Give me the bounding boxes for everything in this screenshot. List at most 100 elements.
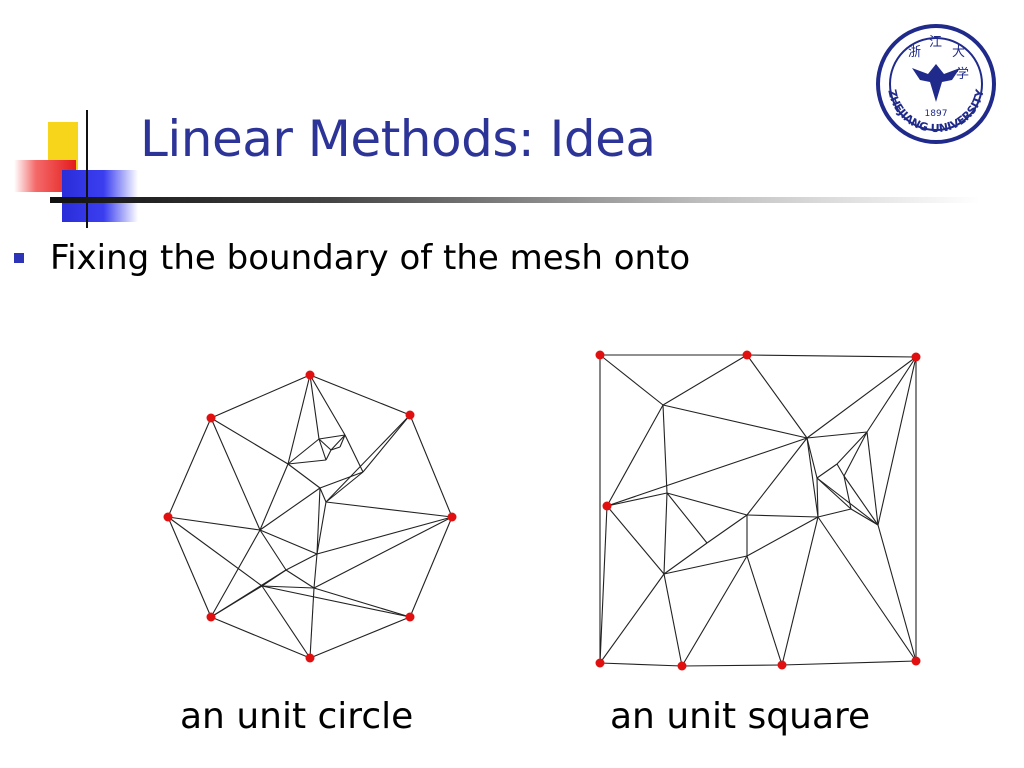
mesh-edge [781, 516, 819, 666]
mesh-edge [319, 487, 327, 503]
mesh-edge [318, 434, 346, 440]
mesh-edge [866, 431, 879, 526]
mesh-edge [606, 492, 668, 507]
mesh-edge [261, 585, 311, 659]
mesh-edge [877, 356, 917, 526]
mesh-edge [806, 437, 819, 518]
mesh-edge [259, 463, 289, 531]
boundary-vertex [163, 512, 173, 522]
mesh-edge [287, 459, 327, 465]
mesh-edge [746, 555, 783, 666]
mesh-edge [817, 508, 852, 518]
mesh-edge [309, 616, 411, 659]
mesh-edge [316, 516, 453, 555]
boundary-vertex [405, 410, 415, 420]
mesh-edge [259, 529, 318, 555]
caption-unit-circle: an unit circle [180, 696, 414, 737]
mesh-edge [746, 516, 819, 557]
mesh-edge [843, 431, 868, 477]
mesh-edge [318, 438, 327, 461]
boundary-vertex [405, 612, 415, 622]
mesh-edge [606, 437, 808, 507]
boundary-vertex [911, 352, 921, 362]
mesh-edge [210, 569, 287, 618]
svg-text:大: 大 [952, 45, 965, 60]
mesh-edge [599, 662, 683, 667]
mesh-edge [316, 501, 327, 555]
mesh-edge [662, 404, 808, 439]
mesh-edge [344, 434, 364, 473]
mesh-edge [599, 354, 664, 406]
mesh-edge [325, 471, 364, 503]
mesh-edge [663, 555, 748, 575]
mesh-edge [666, 492, 708, 544]
mesh-edge [313, 587, 411, 618]
mesh-edge [313, 553, 318, 589]
mesh-edge [319, 471, 364, 489]
mesh-edge [850, 508, 879, 526]
mesh-edge [339, 434, 346, 448]
mesh-edge [806, 356, 917, 439]
boundary-vertex [595, 658, 605, 668]
mesh-edge [325, 501, 453, 518]
boundary-vertex [911, 656, 921, 666]
boundary-vertex [305, 653, 315, 663]
mesh-edge [843, 475, 879, 526]
mesh-edge [681, 664, 783, 667]
mesh-edge [362, 414, 411, 473]
mesh-edge [816, 477, 852, 510]
mesh-edge [409, 414, 453, 518]
mesh-edge [662, 404, 668, 494]
boundary-vertex [305, 370, 315, 380]
unit-circle-mesh [163, 370, 457, 663]
mesh-edge [746, 514, 819, 518]
mesh-edge [663, 492, 668, 575]
mesh-edge [662, 354, 748, 406]
mesh-edge [806, 437, 818, 479]
boundary-vertex [677, 661, 687, 671]
mesh-edge [877, 524, 917, 662]
title-underline [50, 197, 980, 203]
mesh-edge [210, 529, 261, 618]
mesh-edge [167, 516, 261, 531]
mesh-edge [866, 356, 917, 433]
mesh-edge [746, 354, 917, 358]
mesh-edge [781, 660, 917, 666]
mesh-edge [330, 446, 341, 451]
boundary-vertex [447, 512, 457, 522]
mesh-edge [259, 487, 321, 531]
mesh-edge [816, 477, 819, 518]
unit-square-mesh [595, 350, 921, 671]
mesh-edge [606, 404, 664, 507]
mesh-edge [681, 555, 748, 667]
mesh-edge [287, 463, 321, 489]
mesh-edge [409, 516, 453, 618]
mesh-edge [309, 587, 315, 659]
mesh-edge [167, 516, 263, 587]
mesh-edge [666, 492, 748, 516]
mesh-edge [287, 438, 320, 465]
mesh-edge [330, 434, 346, 451]
mesh-edge [663, 573, 683, 667]
mesh-edge [606, 505, 665, 575]
mesh-edge [599, 573, 665, 664]
mesh-edge [285, 569, 315, 589]
mesh-edge [285, 553, 318, 571]
bullet-text: Fixing the boundary of the mesh onto [50, 238, 691, 278]
decor-vertical-line [86, 110, 88, 228]
mesh-edge [167, 516, 212, 618]
bullet-square-icon [14, 253, 24, 263]
mesh-edge [261, 585, 315, 589]
mesh-edge [746, 437, 808, 516]
mesh-edge [210, 616, 311, 659]
mesh-edge [806, 431, 868, 439]
svg-text:江: 江 [929, 35, 942, 50]
university-logo: ZHEJIANG UNIVERSITY 浙 江 大 学 1897 [876, 24, 996, 144]
mesh-edge [816, 463, 838, 479]
mesh-edge [210, 417, 289, 465]
mesh-edge [259, 529, 287, 571]
mesh-edge [313, 516, 453, 589]
mesh-edge [167, 417, 212, 518]
boundary-vertex [206, 612, 216, 622]
mesh-edge [817, 516, 917, 662]
